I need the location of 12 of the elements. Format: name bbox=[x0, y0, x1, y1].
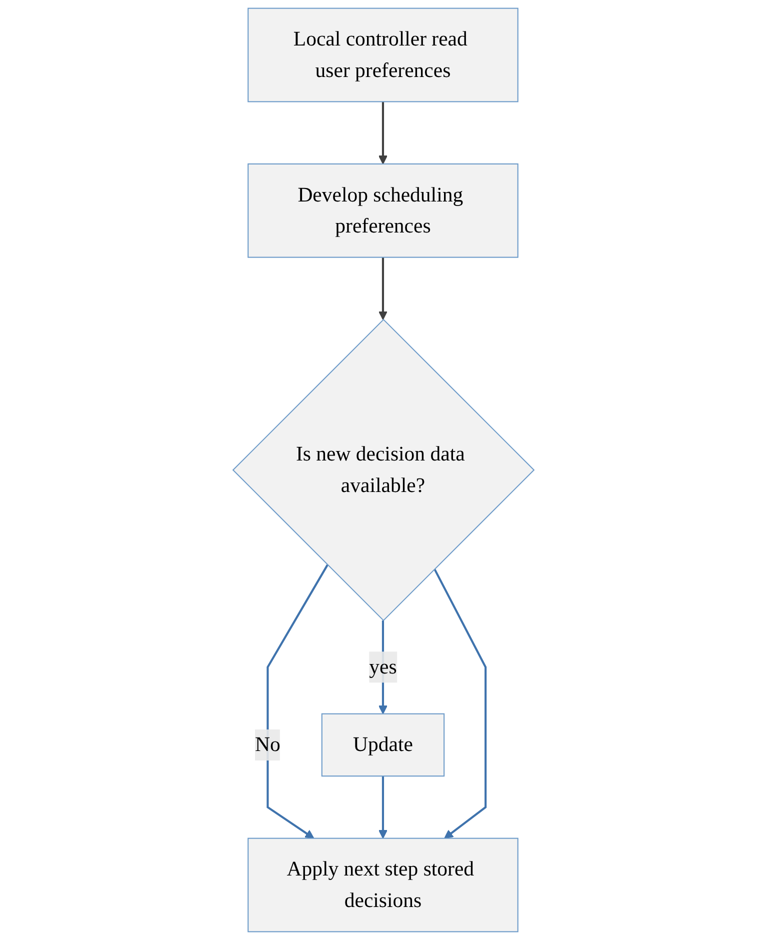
node-box: Local controller read user preferences bbox=[248, 8, 518, 102]
arrow bbox=[434, 568, 487, 839]
edge-label: No bbox=[255, 734, 280, 756]
edge-label: yes bbox=[369, 656, 397, 679]
arrow bbox=[378, 776, 388, 839]
arrow bbox=[378, 257, 388, 320]
node-diamond: Is new decision data available? bbox=[232, 318, 535, 622]
arrow bbox=[378, 102, 388, 164]
arrow bbox=[266, 564, 328, 839]
node-box: Update bbox=[321, 713, 445, 777]
node-box: Develop scheduling preferences bbox=[248, 163, 518, 258]
node-box: Apply next step stored decisions bbox=[248, 838, 518, 932]
